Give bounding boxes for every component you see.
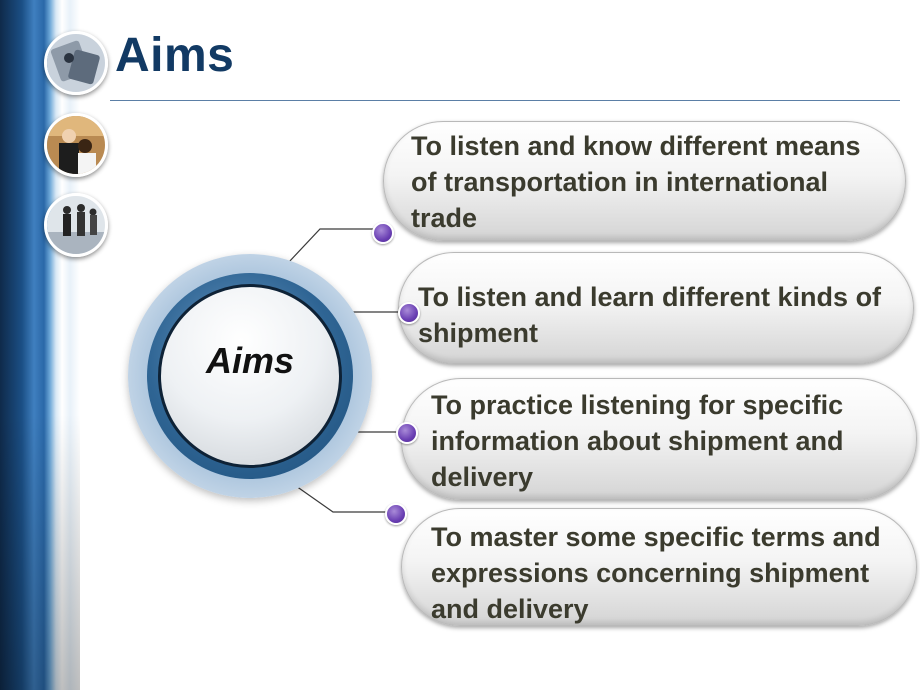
aim-item-4 <box>401 508 917 626</box>
aim-item-2-text: To listen and learn different kinds of s… <box>418 282 882 348</box>
bullet-dot-2 <box>398 302 420 324</box>
aim-item-1 <box>383 121 906 241</box>
hub-center-disc <box>158 284 342 468</box>
bullet-dot-3 <box>396 422 418 444</box>
bullet-dot-4 <box>385 503 407 525</box>
hub-label: Aims <box>205 340 295 381</box>
technology-photo-icon <box>44 31 108 95</box>
aim-item-3-text: To practice listening for specific infor… <box>431 390 844 492</box>
aim-item-2 <box>398 252 914 364</box>
title-divider <box>110 100 900 101</box>
aim-item-4-text: To master some specific terms and expres… <box>431 522 881 624</box>
business-people-photo-icon <box>44 113 108 177</box>
aim-item-1-text: To listen and know different means of tr… <box>411 131 861 233</box>
aim-item-3 <box>401 378 917 500</box>
bullet-dot-1 <box>372 222 394 244</box>
walking-people-photo-icon <box>44 193 108 257</box>
page-title: Aims <box>115 29 235 82</box>
